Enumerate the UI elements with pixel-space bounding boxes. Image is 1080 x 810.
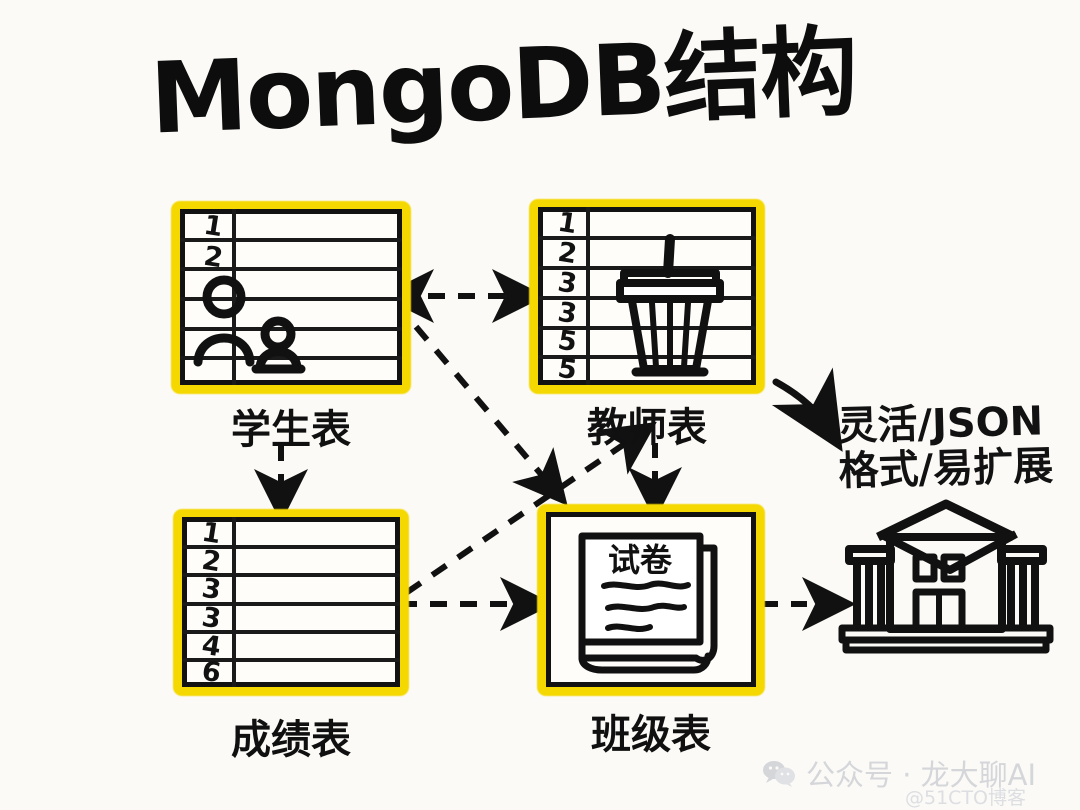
entity-box-student[interactable]: 1 2 学生表 xyxy=(171,201,411,453)
entity-caption-student: 学生表 xyxy=(231,407,351,453)
watermark-text: 公众号 · 龙大聊AI xyxy=(806,758,1037,792)
connector-teacher-annotation xyxy=(771,367,843,452)
entity-caption-class: 班级表 xyxy=(591,712,711,758)
exam-paper-label: 试卷 xyxy=(608,541,673,579)
watermark: 公众号 · 龙大聊AI xyxy=(762,752,1036,794)
table-rows-grade xyxy=(182,517,400,687)
two-person-figures-icon xyxy=(193,275,306,374)
school-building-icon xyxy=(838,499,1054,654)
annotation-flexible-json: 灵活/JSON 格式/易扩展 xyxy=(836,398,1054,495)
entity-caption-grade: 成绩表 xyxy=(231,717,351,763)
watermark-subtext: @51CTO博客 xyxy=(905,787,1027,809)
entity-box-grade[interactable]: 1 2 3 3 4 6 成绩表 xyxy=(173,509,409,763)
entity-box-class[interactable]: 试卷 班级表 xyxy=(537,504,765,758)
exam-paper-scroll-icon: 试卷 xyxy=(578,532,718,674)
annotation-line-2: 格式/易扩展 xyxy=(838,442,1054,495)
page-title: MongoDB结构 xyxy=(148,15,859,157)
lectern-podium-icon xyxy=(616,234,724,377)
entity-box-teacher[interactable]: 1 2 3 3 5 5 教师表 xyxy=(529,199,765,451)
wechat-icon xyxy=(763,761,795,787)
entity-caption-teacher: 教师表 xyxy=(587,405,707,451)
annotation-line-1: 灵活/JSON xyxy=(836,398,1044,450)
